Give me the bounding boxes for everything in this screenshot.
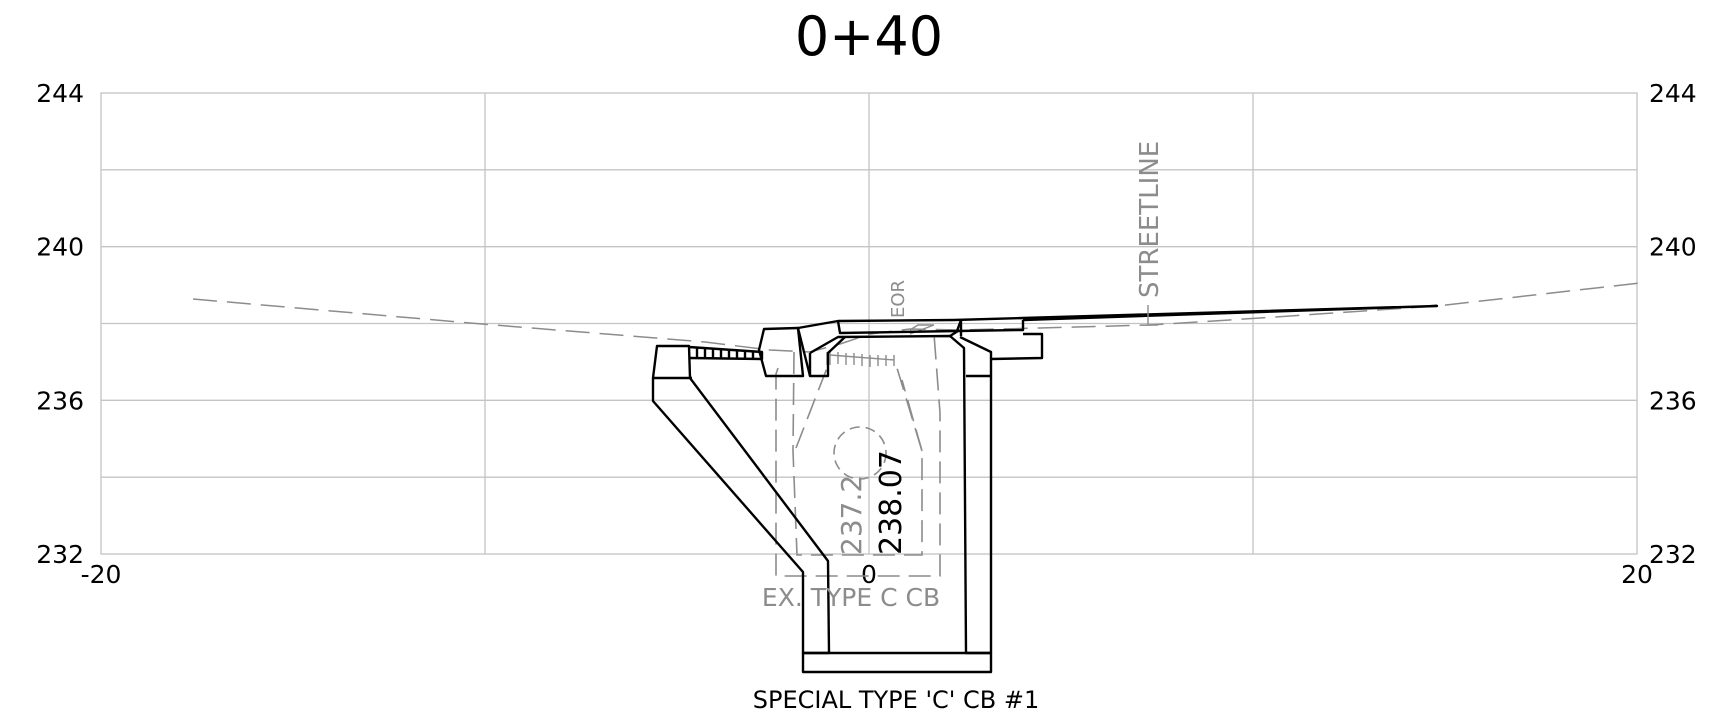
existing-elevation-label: 237.2 xyxy=(835,475,868,555)
eor-label: EOR xyxy=(888,280,909,318)
axis-tick-labels: -20 0 20 244 240 236 232 244 240 236 232 xyxy=(36,79,1696,589)
y-tick-label-left: 236 xyxy=(36,386,84,415)
y-tick-label-right: 232 xyxy=(1649,540,1697,569)
y-tick-label-right: 240 xyxy=(1649,233,1697,262)
streetline-label: STREETLINE xyxy=(1135,141,1165,298)
y-tick-label-left: 244 xyxy=(36,79,84,108)
proposed-elevation-label: 238.07 xyxy=(874,450,909,555)
streetline-marker xyxy=(1147,305,1158,326)
y-tick-label-left: 232 xyxy=(36,540,84,569)
y-tick-label-right: 244 xyxy=(1649,79,1697,108)
section-title: 0+40 xyxy=(795,5,943,68)
x-tick-label: 0 xyxy=(861,560,877,589)
proposed-structure-label: SPECIAL TYPE 'C' CB #1 xyxy=(753,686,1040,714)
grid xyxy=(100,92,1638,555)
existing-structure-label: EX. TYPE C CB xyxy=(762,583,940,612)
existing-ground-line xyxy=(192,282,1641,353)
proposed-catch-basin xyxy=(651,304,1439,674)
y-tick-label-right: 236 xyxy=(1649,386,1697,415)
x-tick-label: -20 xyxy=(81,560,122,589)
x-tick-label: 20 xyxy=(1621,560,1653,589)
y-tick-label-left: 240 xyxy=(36,233,84,262)
